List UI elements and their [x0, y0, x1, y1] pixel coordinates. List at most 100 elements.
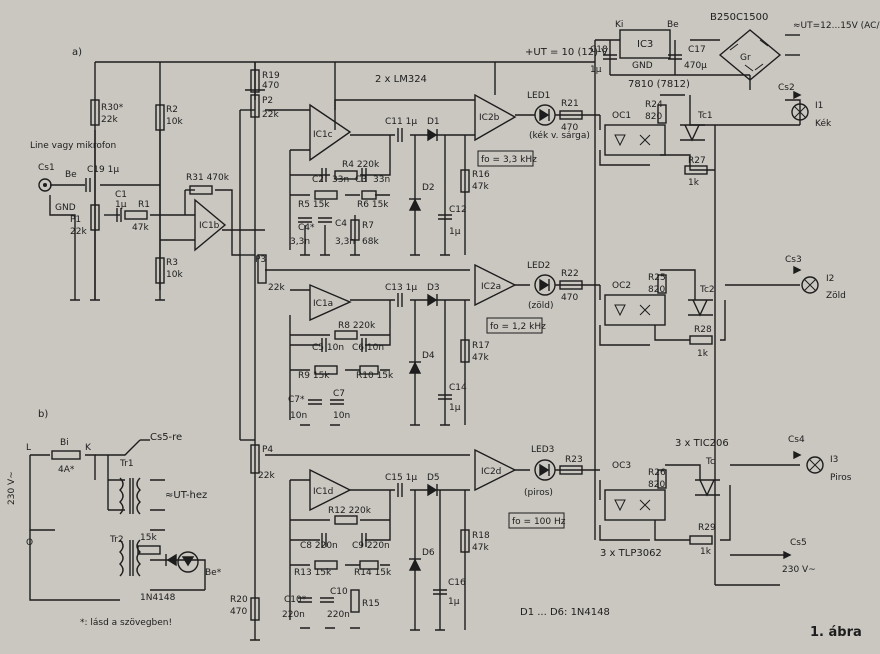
r24-label: R24	[645, 100, 663, 110]
r21-value: 470	[561, 123, 578, 133]
d5-label: D5	[427, 473, 440, 483]
p3-value: 22k	[268, 283, 285, 293]
p4-label: P4	[262, 445, 273, 455]
c14-value: 1µ	[449, 403, 461, 413]
r27-label: R27	[688, 156, 706, 166]
r7-label: R7	[362, 221, 374, 231]
regulator-in-label: Ki	[615, 20, 623, 30]
r8-label: R8 220k	[338, 321, 376, 331]
c8-label: C8 220n	[300, 541, 338, 551]
d4-label: D4	[422, 351, 435, 361]
capacitor-symbols	[85, 54, 682, 603]
lamp1-color: Kék	[815, 118, 832, 129]
c3-value: 33n	[373, 175, 390, 185]
ic2d-triangle	[474, 448, 517, 492]
r7-value: 68k	[362, 237, 379, 247]
c16-label: C16	[448, 578, 466, 588]
d3-label: D3	[427, 283, 440, 293]
r28-label: R28	[694, 325, 712, 335]
r3-label: R3	[166, 258, 178, 268]
mains-resistor-label: 15k	[140, 533, 157, 543]
c5-label: C5 10n	[312, 343, 344, 353]
r22-label: R22	[561, 269, 579, 279]
r4-label: R4 220k	[342, 160, 380, 170]
r13-label: R13 15k	[294, 568, 332, 578]
c10-label: C10	[330, 587, 348, 597]
c7s-value: 10n	[290, 411, 307, 421]
line-input-label: Line vagy mikrofon	[30, 141, 116, 151]
r14-label: R14 15k	[354, 568, 392, 578]
r26-label: R26	[648, 468, 666, 478]
tc3-label: Tc	[705, 457, 715, 467]
tc2-label: Tc2	[699, 285, 715, 295]
led2-label: LED2	[527, 261, 550, 271]
r2-label: R2	[166, 105, 178, 115]
r29-label: R29	[698, 523, 716, 533]
c4-value: 3,3n	[335, 237, 355, 247]
bridge-id-label: Gr	[740, 53, 751, 63]
p3-label: P3	[255, 255, 266, 265]
optotriac-note: 3 x TLP3062	[600, 548, 662, 559]
section-b-label: b)	[38, 409, 48, 420]
diode-symbols	[165, 128, 438, 571]
be-star-label: Be*	[205, 568, 222, 578]
c10s-value: 220n	[282, 610, 305, 620]
r2-value: 10k	[166, 117, 183, 127]
r20-label: R20	[230, 595, 248, 605]
ground-symbols	[70, 254, 450, 641]
switch-k-label: K	[85, 443, 92, 453]
c2-label: C2	[312, 175, 324, 185]
p4-value: 22k	[258, 471, 275, 481]
r16-label: R16	[472, 170, 490, 180]
regulator-type-label: 7810 (7812)	[628, 79, 690, 90]
mains-out-label: 230 V~	[782, 565, 816, 575]
cs1-label: Cs1	[38, 163, 55, 173]
r24-value: 820	[645, 112, 662, 122]
lamp2-label: I2	[826, 274, 834, 284]
oc1-label: OC1	[612, 111, 631, 121]
led-symbols	[177, 104, 556, 573]
r1-value: 47k	[132, 223, 149, 233]
r21-label: R21	[561, 99, 579, 109]
cs3-label: Cs3	[785, 255, 802, 265]
c12-label: C12	[449, 205, 467, 215]
cs4-label: Cs4	[788, 435, 805, 445]
tc1-label: Tc1	[697, 111, 713, 121]
r22-value: 470	[561, 293, 578, 303]
bridge-label: B250C1500	[710, 12, 768, 23]
r17-label: R17	[472, 341, 490, 351]
mains-l-label: L	[26, 443, 31, 453]
c17-label: C17	[688, 45, 706, 55]
c15-label: C15 1µ	[385, 473, 417, 483]
ic1d-triangle	[309, 468, 352, 512]
figure-label: 1. ábra	[810, 625, 862, 640]
r1-label: R1	[138, 200, 150, 210]
mains-voltage-label: 230 V~	[7, 471, 17, 505]
r5-label: R5 15k	[298, 200, 330, 210]
section-a-label: a)	[72, 47, 82, 58]
d1-label: D1	[427, 117, 440, 127]
to-cs5-label: Cs5-re	[150, 432, 182, 443]
p2-label: P2	[262, 96, 273, 106]
ic2a-triangle	[474, 263, 517, 307]
ic1c-label: IC1c	[313, 130, 333, 140]
ic1a-triangle	[309, 283, 352, 322]
led3-label: LED3	[531, 445, 554, 455]
c4s-value: 3,3n	[290, 237, 310, 247]
r9-label: R9 15k	[298, 371, 330, 381]
lamp3-color: Piros	[830, 473, 852, 483]
r12-label: R12 220k	[328, 506, 372, 516]
c6-label: C6 10n	[352, 343, 384, 353]
r15-label: R15	[362, 599, 380, 609]
output-stages	[604, 29, 824, 560]
fo-green: fo = 1,2 kHz	[490, 322, 546, 332]
c12-value: 1µ	[449, 227, 461, 237]
mains-o-label: O	[26, 538, 33, 548]
c10-value: 220n	[327, 610, 350, 620]
c13-label: C13 1µ	[385, 283, 417, 293]
r19-label: R19	[262, 71, 280, 81]
r31-label: R31 470k	[186, 173, 230, 183]
c1-label: C1	[115, 190, 127, 200]
fo-red: fo = 100 Hz	[512, 517, 566, 527]
